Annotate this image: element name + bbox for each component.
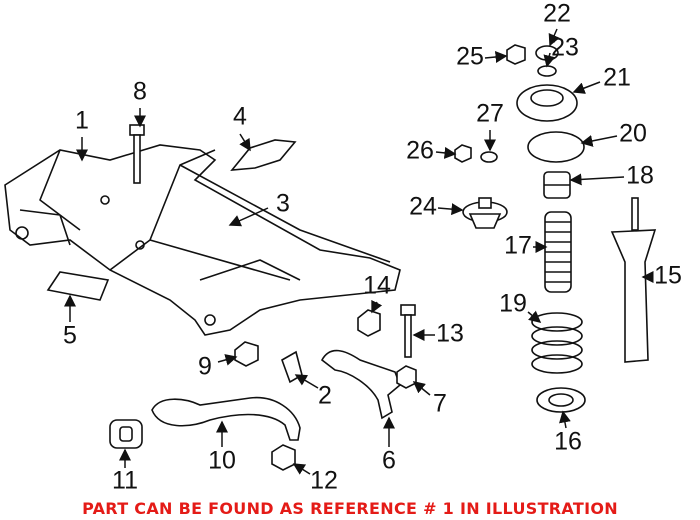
- bolt-13: [400, 304, 416, 358]
- callout-8: 8: [133, 78, 147, 106]
- nut-7: [396, 365, 417, 389]
- strut-mount-24: [462, 197, 508, 229]
- callout-12: 12: [310, 467, 338, 495]
- callout-18: 18: [626, 162, 654, 190]
- spring-seat-20: [527, 131, 585, 163]
- spring-pad-16: [536, 387, 586, 413]
- guide-plate: [46, 271, 110, 301]
- control-arm-10: [151, 396, 301, 441]
- callout-labels: 1 2 3 4 5 6 7 8 9 10 11 12 13 14 15 16 1…: [63, 0, 682, 495]
- nut-12: [271, 444, 296, 471]
- callout-5: 5: [63, 322, 77, 350]
- callout-6: 6: [382, 447, 396, 475]
- callout-26: 26: [406, 137, 434, 165]
- callout-3: 3: [276, 190, 290, 218]
- callout-21: 21: [603, 64, 631, 92]
- callout-17: 17: [504, 232, 532, 260]
- bump-stop-18: [543, 171, 571, 199]
- callout-23: 23: [551, 34, 579, 62]
- callout-15: 15: [654, 262, 682, 290]
- heat-shield: [230, 139, 297, 171]
- reference-note: PART CAN BE FOUND AS REFERENCE # 1 IN IL…: [82, 499, 618, 518]
- callout-13: 13: [436, 320, 464, 348]
- strut-15: [610, 197, 657, 363]
- callout-4: 4: [233, 103, 247, 131]
- bushing-11: [109, 419, 143, 449]
- callout-1: 1: [75, 107, 89, 135]
- callout-16: 16: [554, 428, 582, 456]
- callout-22: 22: [543, 0, 571, 28]
- front-subframe: [4, 144, 401, 336]
- callout-27: 27: [476, 100, 504, 128]
- callout-20: 20: [619, 120, 647, 148]
- callout-2: 2: [318, 382, 332, 410]
- cap-27: [480, 151, 498, 163]
- callout-14: 14: [363, 272, 391, 300]
- dust-boot-17: [544, 211, 572, 293]
- nut-26: [454, 144, 472, 163]
- leader-arrows: [64, 28, 654, 475]
- coil-spring-19: [531, 312, 583, 374]
- callout-25: 25: [456, 43, 484, 71]
- nut-25: [506, 44, 526, 65]
- callout-10: 10: [208, 447, 236, 475]
- callout-24: 24: [409, 193, 437, 221]
- callout-11: 11: [112, 467, 138, 495]
- control-arm-6: [320, 349, 401, 420]
- callout-9: 9: [198, 353, 212, 381]
- nut-9: [234, 341, 259, 367]
- washer-23: [537, 65, 557, 77]
- nut-14: [357, 309, 381, 337]
- callout-19: 19: [499, 290, 527, 318]
- callout-7: 7: [433, 390, 447, 418]
